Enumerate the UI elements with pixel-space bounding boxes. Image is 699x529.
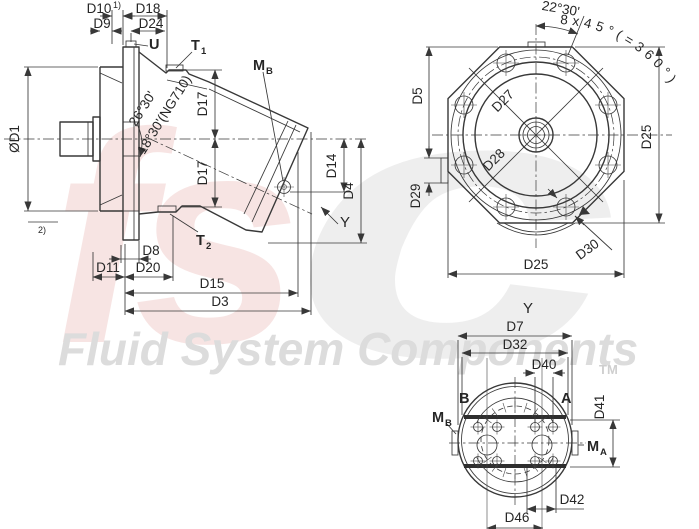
port-label-b: B	[459, 391, 469, 407]
port-label-ma-sub: A	[600, 447, 607, 458]
dim-label-d18: D18	[136, 1, 161, 16]
bolt-holes	[451, 50, 621, 220]
dim-label-d40: D40	[532, 357, 557, 372]
dim-label-d8: D8	[142, 243, 159, 258]
dim-label-d10: D10	[87, 1, 112, 16]
y-view-dimensions	[446, 332, 620, 529]
dim-label-d29: D29	[408, 184, 423, 209]
dim-label-d17-lower: D17	[195, 161, 210, 186]
dim-label-d10-footnote: 1)	[113, 0, 121, 10]
port-label-u: U	[149, 37, 159, 53]
port-label-ma: M	[587, 439, 599, 455]
dim-label-d24: D24	[139, 16, 164, 31]
port-label-mb: M	[253, 58, 265, 74]
dim-label-d42: D42	[560, 492, 585, 507]
dim-label-d14: D14	[324, 153, 339, 178]
trademark-symbol: TM	[599, 362, 618, 377]
dim-label-d25-vertical: D25	[639, 125, 654, 150]
dim-label-d46: D46	[505, 510, 530, 525]
dim-label-d3: D3	[211, 294, 228, 309]
dim-label-d20: D20	[136, 260, 161, 275]
front-view: 22°30' 8x45°(=360°) D5 D27 D28 D29 D25 D…	[408, 0, 682, 278]
side-view: D10 1) D18 D9 D24 U T 1 M B D17 D17 26°3…	[4, 0, 367, 315]
front-view-dimensions	[424, 15, 665, 278]
port-label-t2-sub: 2	[206, 241, 211, 252]
side-view-dimensions	[24, 10, 367, 315]
port-label-t1: T	[191, 38, 200, 54]
dim-label-dia1: ØD1	[7, 125, 22, 153]
shaft-spline-ticks	[525, 124, 547, 146]
dim-label-d30: D30	[573, 236, 602, 263]
y-view: Y	[432, 300, 620, 529]
dim-label-d32: D32	[503, 337, 528, 352]
dim-label-d9: D9	[93, 16, 110, 31]
port-label-a: A	[561, 391, 572, 407]
port-label-t2: T	[196, 233, 205, 249]
y-view-title: Y	[523, 300, 533, 317]
angle-label-845: 8x45°(=360°)	[560, 12, 682, 89]
side-view-geometry	[4, 40, 366, 241]
port-label-mb-sub: B	[266, 66, 273, 77]
dim-label-d17-upper: D17	[195, 92, 210, 117]
view-arrow-label-y: Y	[340, 214, 350, 231]
dim-label-d25-horizontal: D25	[524, 257, 549, 272]
front-view-geometry	[432, 24, 672, 248]
dim-label-d11: D11	[96, 260, 120, 275]
footnote-2: 2)	[38, 225, 46, 235]
dim-label-d15: D15	[200, 276, 225, 291]
dim-label-d4: D4	[341, 182, 356, 200]
dim-label-d7: D7	[506, 319, 523, 334]
port-label-mb: M	[432, 410, 444, 426]
dim-label-d28: D28	[480, 146, 508, 174]
y-view-labels: D7 D32 D40 D41 D42 D46 B A M B M A	[432, 319, 607, 525]
y-view-geometry	[449, 377, 586, 506]
port-label-t1-sub: 1	[201, 46, 207, 57]
port-label-mb-sub: B	[445, 418, 452, 429]
mounting-screw-holes	[470, 419, 561, 469]
dim-label-d41: D41	[592, 395, 607, 420]
dim-label-d5: D5	[410, 87, 425, 104]
